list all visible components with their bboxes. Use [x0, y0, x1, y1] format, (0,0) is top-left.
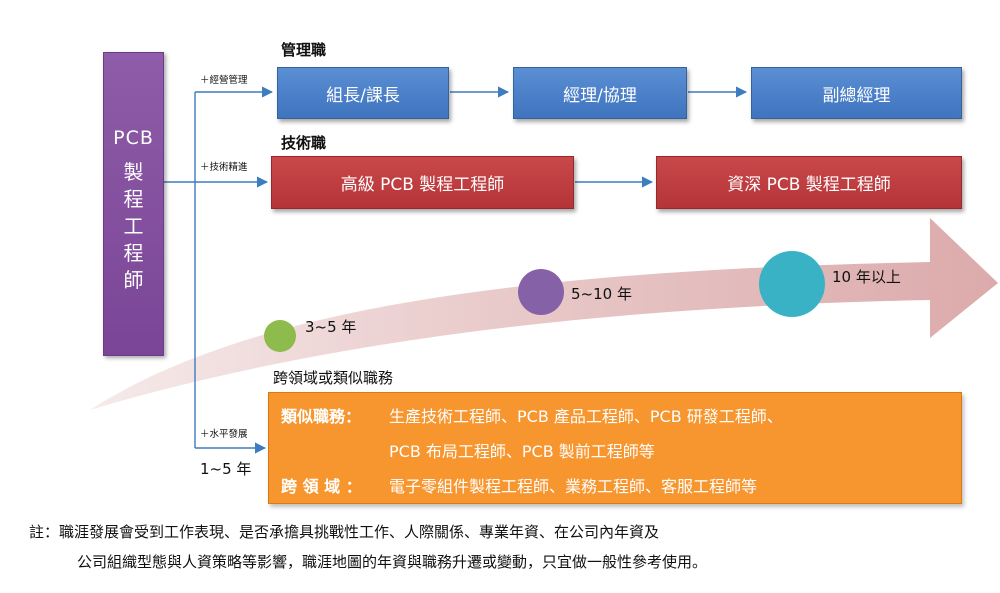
cross-domain-jobs: 電子零組件製程工程師、業務工程師、客服工程師等 [389, 477, 758, 496]
pcb-engineer-box: PCB 製 程 工 程 師 [103, 52, 164, 356]
footnote-line1: 註：職涯發展會受到工作表現、是否承擔具挑戰性工作、人際關係、專業年資、在公司內年… [29, 523, 660, 541]
cross-domain-box: 類似職務： 生產技術工程師、PCB 產品工程師、PCB 研發工程師、 PCB 布… [268, 392, 962, 504]
similar-jobs-line2: PCB 布局工程師、PCB 製前工程師等 [389, 442, 655, 461]
similar-jobs-label: 類似職務： [281, 407, 362, 426]
branch-label-technical: ＋技術精進 [200, 162, 248, 173]
technical-track-title: 技術職 [281, 134, 327, 152]
experience-dot-10-plus [759, 251, 825, 317]
management-track-title: 管理職 [281, 41, 327, 59]
horizontal-years: 1~5 年 [200, 460, 252, 478]
pcb-label: PCB [113, 127, 154, 149]
cross-domain-track-title: 跨領域或類似職務 [273, 369, 394, 387]
experience-label-10-plus: 10 年以上 [832, 268, 901, 286]
branch-label-management: ＋經營管理 [200, 75, 248, 86]
cross-domain-label: 跨 領 域 ： [281, 477, 362, 496]
experience-dot-5-10 [518, 269, 564, 315]
footnote-line2: 公司組織型態與人資策略等影響，職涯地圖的年資與職務升遷或變動，只宜做一般性參考使… [77, 553, 708, 571]
similar-jobs-line1: 生產技術工程師、PCB 產品工程師、PCB 研發工程師、 [389, 407, 783, 426]
tech-step-senior-engineer: 高級 PCB 製程工程師 [271, 156, 574, 209]
experience-label-3-5: 3~5 年 [305, 318, 357, 336]
mgmt-step-vice-president: 副總經理 [751, 67, 962, 119]
tech-step-principal-engineer: 資深 PCB 製程工程師 [656, 156, 962, 209]
pcb-job-title: 製 程 工 程 師 [123, 160, 144, 292]
mgmt-step-manager: 經理/協理 [513, 67, 687, 119]
branch-label-horizontal: ＋水平發展 [200, 429, 248, 440]
mgmt-step-team-leader: 組長/課長 [277, 67, 449, 119]
experience-dot-3-5 [264, 320, 296, 352]
experience-label-5-10: 5~10 年 [571, 285, 632, 303]
